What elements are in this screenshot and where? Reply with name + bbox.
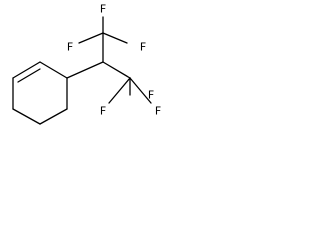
bond-c6-c1 [12, 61, 41, 79]
bond-c-f5 [108, 77, 131, 104]
chemical-structure: F F F F F F [12, 3, 161, 125]
fluorine-label-upper-right: F [140, 41, 146, 54]
bond-c3-c4 [39, 108, 68, 125]
double-bond-inner-line [17, 68, 41, 83]
fluorine-label-lower-left: F [100, 105, 106, 118]
bond-c-f3 [102, 32, 128, 44]
bond-c1-c2 [39, 61, 68, 79]
fluorine-label-lower-top: F [148, 89, 154, 102]
atom-labels: F F F F F F [67, 3, 161, 118]
side-chain [66, 16, 152, 104]
fluorine-label-top: F [100, 3, 106, 16]
fluorine-label-lower-right: F [155, 105, 161, 118]
bond-ring-to-ch [66, 61, 104, 79]
bond-c-f2 [78, 32, 104, 44]
bond-c4-c5 [12, 108, 41, 125]
bond-ch-to-lower-cf3 [102, 61, 131, 79]
fluorine-label-upper-left: F [67, 41, 73, 54]
bond-c-f6 [129, 77, 152, 104]
cyclohexene-ring [12, 61, 68, 125]
